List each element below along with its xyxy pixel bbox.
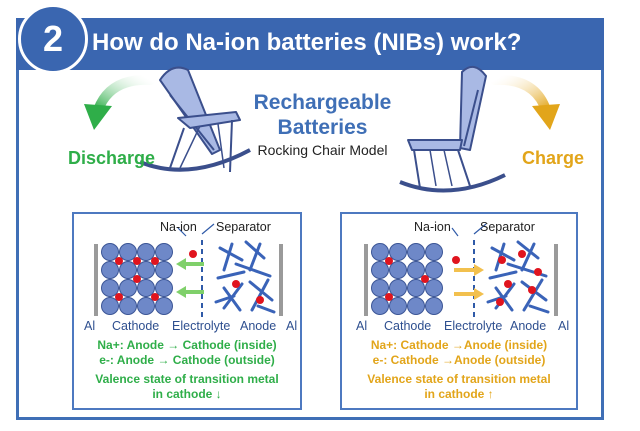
step-number-badge <box>18 4 88 74</box>
label-al-left: Al <box>84 319 96 333</box>
step-number: 2 <box>42 18 64 59</box>
label-anode: Anode <box>510 319 547 333</box>
cathode-particles <box>371 243 443 315</box>
al-collector-left <box>94 244 98 316</box>
na-ions-anode <box>496 250 542 306</box>
ion-flow-arrows <box>454 264 484 300</box>
al-collector-left <box>364 244 368 316</box>
na-ions-cathode <box>115 257 159 301</box>
label-cathode: Cathode <box>112 319 160 333</box>
rocking-chair-icon <box>399 65 506 193</box>
al-collector-right <box>279 244 283 316</box>
discharge-panel: Na-ion Separator Al Cathode Electrolyte … <box>72 212 302 410</box>
label-na-ion: Na-ion <box>160 220 197 234</box>
label-electrolyte: Electrolyte <box>444 319 503 333</box>
discharge-electron-flow: e-: Anode → Cathode (outside) <box>99 353 275 367</box>
na-ion-traveling <box>452 256 460 264</box>
diagram-subtitle: Rocking Chair Model <box>257 142 388 158</box>
discharge-valence-note-2: in cathode ↓ <box>152 387 222 401</box>
label-electrolyte: Electrolyte <box>172 319 231 333</box>
label-al-left: Al <box>356 319 368 333</box>
label-separator: Separator <box>216 220 271 234</box>
label-al-right: Al <box>286 319 298 333</box>
label-na-ion: Na-ion <box>414 220 451 234</box>
discharge-ion-flow: Na+: Anode → Cathode (inside) <box>97 338 277 352</box>
charge-valence-note-2: in cathode ↑ <box>424 387 494 401</box>
cathode-particles <box>101 243 173 315</box>
label-anode: Anode <box>240 319 277 333</box>
charge-electron-flow: e-: Cathode →Anode (outside) <box>372 353 546 367</box>
discharge-valence-note: Valence state of transition metal <box>95 372 279 386</box>
na-ions-anode <box>232 280 264 304</box>
rocking-chair-icon <box>139 66 251 173</box>
anode-carbon-network <box>214 240 276 314</box>
charge-ion-flow: Na+: Cathode →Anode (inside) <box>370 338 548 352</box>
diagram-title-line1: Rechargeable <box>253 91 392 114</box>
na-ions-cathode <box>385 257 429 301</box>
header-banner <box>16 18 604 70</box>
label-cathode: Cathode <box>384 319 432 333</box>
page-title: How do Na-ion batteries (NIBs) work? <box>92 29 522 56</box>
label-al-right: Al <box>558 319 570 333</box>
curved-arrow-icon <box>490 74 560 130</box>
ion-flow-arrows <box>176 258 204 298</box>
charge-valence-note: Valence state of transition metal <box>367 372 551 386</box>
charge-label: Charge <box>522 148 585 168</box>
label-separator: Separator <box>480 220 535 234</box>
al-collector-right <box>554 244 558 316</box>
discharge-cell-schematic <box>94 223 283 320</box>
charge-cell-schematic <box>364 223 558 320</box>
discharge-label: Discharge <box>68 148 156 168</box>
charge-panel: Na-ion Separator Al Cathode Electrolyte … <box>340 212 578 410</box>
curved-arrow-icon <box>84 74 155 130</box>
diagram-title-line2: Batteries <box>277 116 368 139</box>
na-ion-traveling <box>189 250 197 258</box>
diagram-title: Rechargeable Batteries <box>210 90 435 140</box>
